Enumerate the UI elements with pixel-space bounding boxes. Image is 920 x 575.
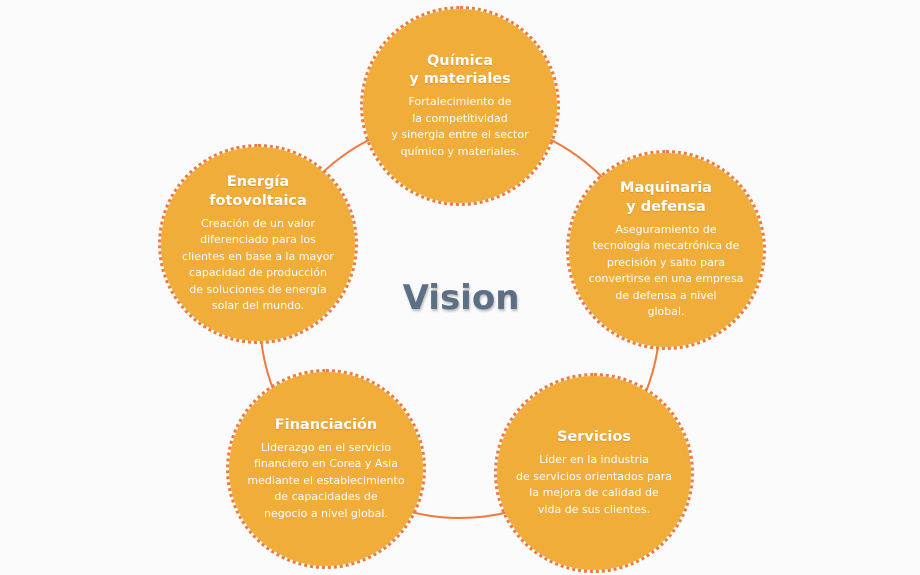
node-title: Maquinaria y defensa xyxy=(620,180,712,215)
node-servicios: Servicios Líder en la industria de servi… xyxy=(494,373,694,573)
node-description: Creación de un valor diferenciado para l… xyxy=(182,216,334,313)
node-description: Liderazgo en el servicio financiero en C… xyxy=(247,440,405,520)
node-disc: Química y materiales Fortalecimiento de … xyxy=(363,9,557,203)
node-disc: Energía fotovoltaica Creación de un valo… xyxy=(161,147,355,341)
node-title: Energía fotovoltaica xyxy=(209,174,307,209)
node-disc: Servicios Líder en la industria de servi… xyxy=(497,376,691,570)
node-energia-fotovoltaica: Energía fotovoltaica Creación de un valo… xyxy=(158,144,358,344)
node-title: Financiación xyxy=(274,416,378,433)
node-description: Líder en la industria de servicios orien… xyxy=(516,453,672,516)
node-disc: Maquinaria y defensa Aseguramiento de te… xyxy=(569,153,763,347)
node-title: Servicios xyxy=(556,428,631,445)
node-title: Química y materiales xyxy=(409,52,511,87)
node-maquinaria-defensa: Maquinaria y defensa Aseguramiento de te… xyxy=(566,150,766,350)
node-disc: Financiación Liderazgo en el servicio fi… xyxy=(229,372,423,566)
node-quimica-materiales: Química y materiales Fortalecimiento de … xyxy=(360,6,560,206)
node-description: Aseguramiento de tecnología mecatrónica … xyxy=(588,222,744,319)
center-title: Vision xyxy=(402,278,520,318)
node-description: Fortalecimiento de la competitividad y s… xyxy=(391,95,529,158)
node-financiacion: Financiación Liderazgo en el servicio fi… xyxy=(226,369,426,569)
